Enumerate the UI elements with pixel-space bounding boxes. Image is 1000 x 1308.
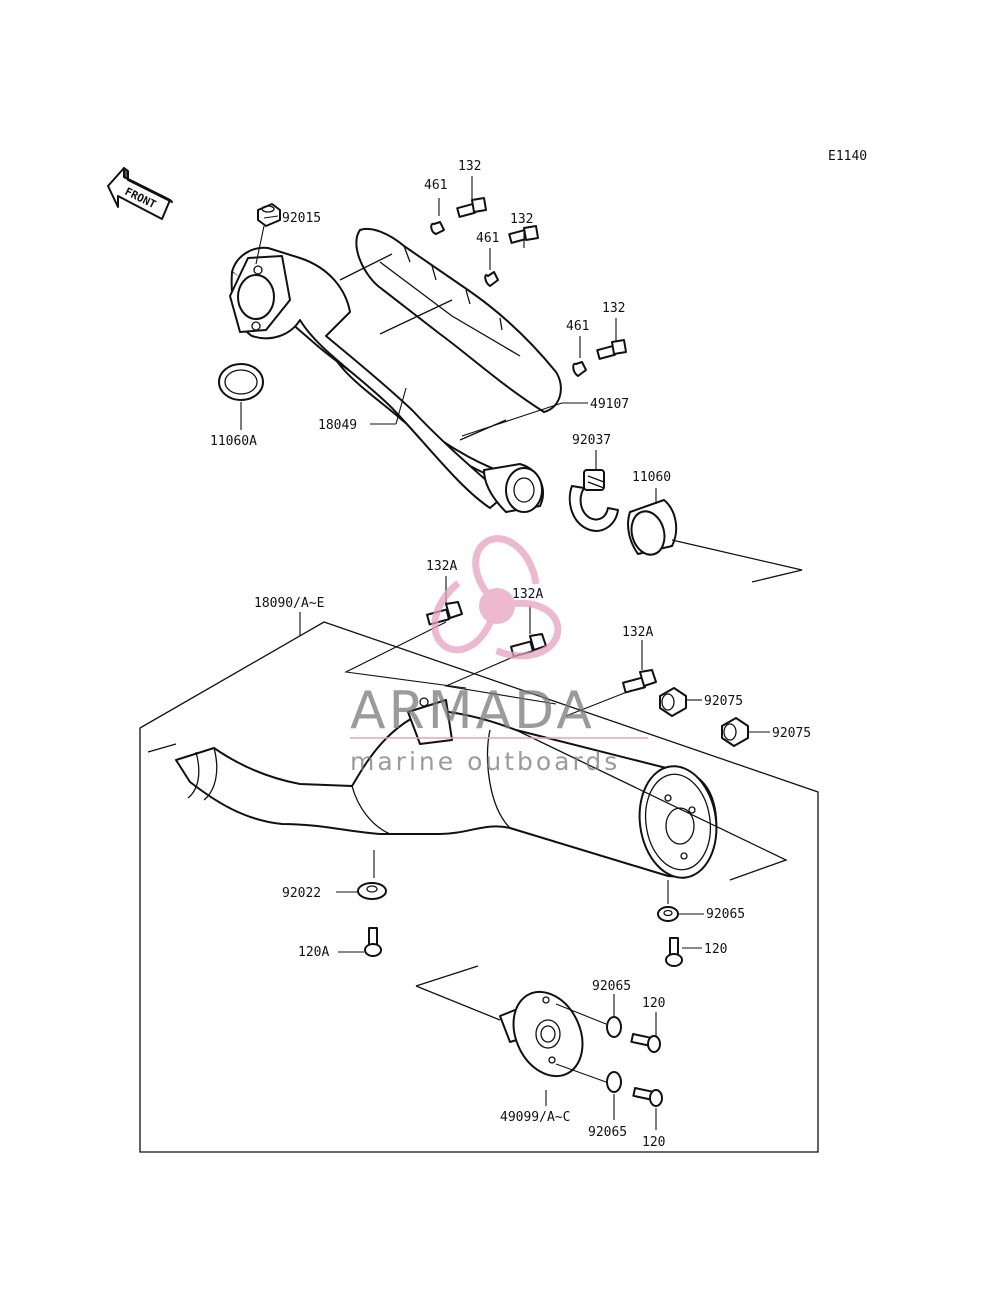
label-18049: 18049 [318,418,357,433]
phantom-lines-guard [339,253,507,441]
label-92065-a: 92065 [706,907,745,922]
leader-132a-c [565,640,643,717]
gasket-11060a [218,363,264,401]
leader-92065-c [555,1063,615,1120]
washer-92065-b [606,1016,622,1038]
assembly-frame [139,621,819,1153]
label-120-c: 120 [642,1135,665,1150]
label-461-b: 461 [476,231,499,246]
washer-92065-c [606,1071,622,1093]
diagram-code: E1140 [828,149,867,164]
leader-132a-b [444,606,557,705]
label-92065-c: 92065 [588,1125,627,1140]
label-18090: 18090/A~E [254,596,324,611]
leader-92015 [255,215,279,265]
washer-461-a [430,221,445,235]
leader-18049 [370,387,407,425]
label-132a-b: 132A [512,587,543,602]
label-92022: 92022 [282,886,321,901]
label-49107: 49107 [590,397,629,412]
label-120-b: 120 [642,996,665,1011]
label-92065-b: 92065 [592,979,631,994]
bolt-120-c [632,1087,663,1107]
washer-461-b [484,271,499,287]
watermark-brand: ARMADA [350,681,595,741]
watermark-tagline: marine outboards [350,747,620,776]
muffler-18090 [175,697,718,879]
leader-92065-b [555,994,615,1025]
header-pipe [229,246,545,513]
sleeve-11060 [627,499,678,556]
label-461-c: 461 [566,319,589,334]
front-arrow-icon: FRONT [107,167,173,220]
label-11060: 11060 [632,470,671,485]
heat-guard-49107 [355,228,562,413]
propeller-hub [479,588,515,624]
label-92037: 92037 [572,433,611,448]
label-132-c: 132 [602,301,625,316]
washer-92065-a [657,906,679,922]
label-132-b: 132 [510,212,533,227]
leader-49107 [461,402,588,437]
bolt-132a-c [622,669,657,694]
bolt-120-b [630,1033,661,1053]
label-92075-a: 92075 [704,694,743,709]
bolt-120-a [665,937,683,967]
nut-92015 [257,203,281,227]
phantom-lines-cap [415,965,501,1021]
bolt-132-a [456,197,487,218]
watermark: ARMADA marine outboards [350,535,648,776]
label-461-a: 461 [424,178,447,193]
label-132a-c: 132A [622,625,653,640]
leader-92022 [336,850,375,893]
label-92075-b: 92075 [772,726,811,741]
label-49099: 49099/A~C [500,1110,570,1125]
bolt-120a [364,927,382,957]
end-cap-49099 [499,990,584,1078]
washer-92022 [357,882,387,900]
label-132a-a: 132A [426,559,457,574]
grommet-92075-b [721,717,749,747]
washer-461-c [572,361,587,377]
bolt-132-c [596,339,627,360]
bolt-132-b [508,225,539,244]
label-120-a: 120 [704,942,727,957]
grommet-92075-a [659,687,687,717]
label-120a: 120A [298,945,329,960]
propeller-logo-icon [419,535,566,674]
label-132-a: 132 [458,159,481,174]
label-11060a: 11060A [210,434,257,449]
leader-92065-a [667,880,704,915]
phantom-lines-muffler [147,729,788,881]
clamp-92037 [568,469,619,532]
label-92015: 92015 [282,211,321,226]
phantom-line-sleeve [671,539,803,583]
